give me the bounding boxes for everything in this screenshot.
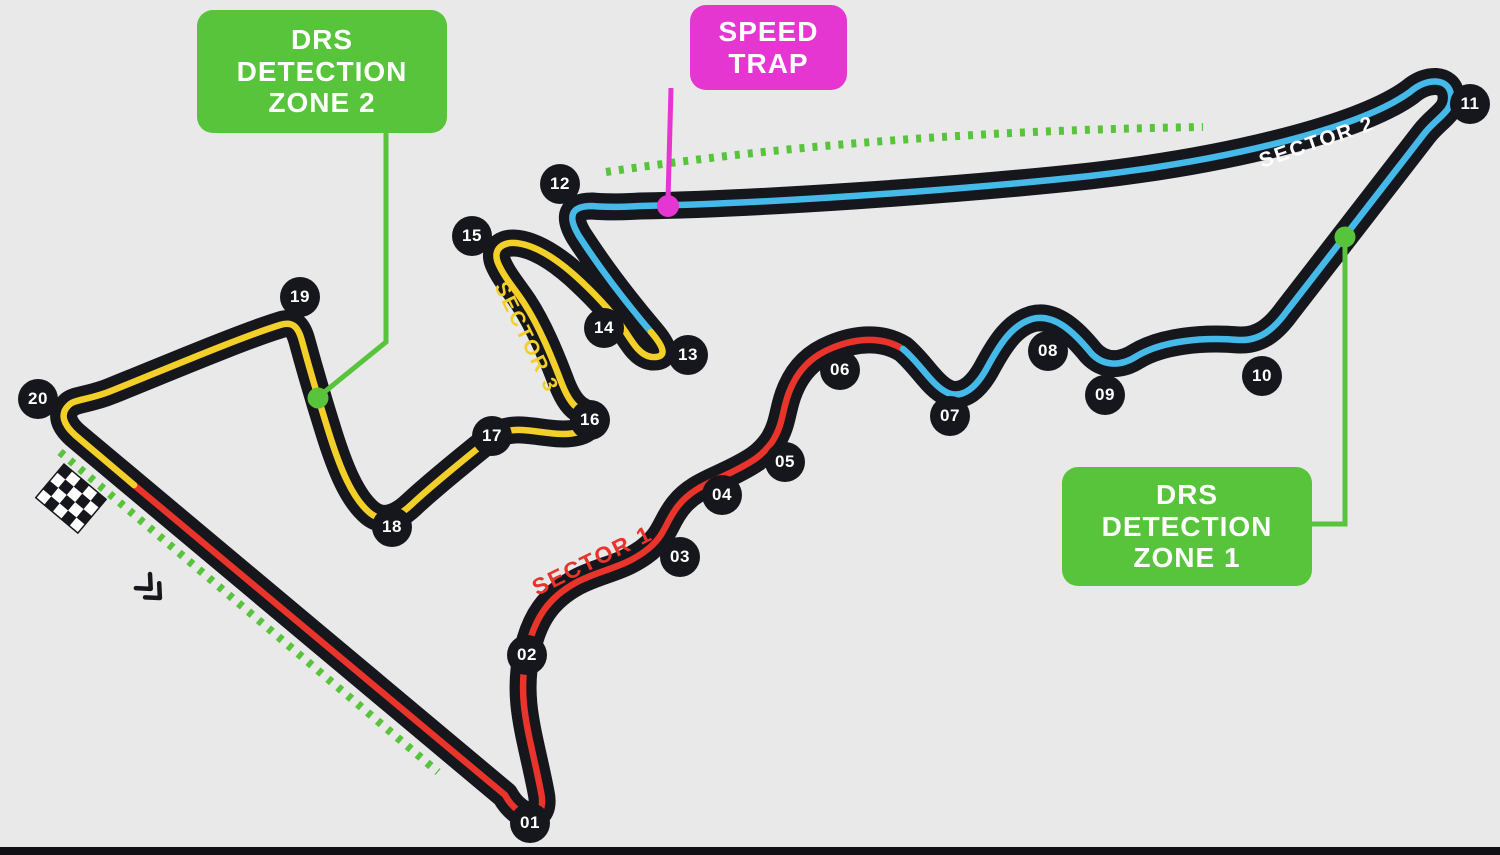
callout-line: DRS: [1155, 479, 1219, 511]
track-outline: [50, 68, 1465, 829]
drs-detection-point-1: [1334, 226, 1356, 248]
drs-zone-line-main-straight: [57, 448, 441, 776]
speed-trap-point: [657, 195, 679, 217]
drs-zone-2-connector: [320, 130, 389, 396]
drs-detection-zone-1-callout: DRS DETECTION ZONE 1: [1062, 467, 1312, 586]
speed-trap-connector: [665, 87, 674, 201]
direction-arrows-icon: [133, 571, 163, 601]
drs-detection-point-2: [307, 387, 329, 409]
drs-zone-1-connector: [1310, 246, 1348, 527]
sector-1-line: [130, 336, 907, 819]
callout-line: ZONE 2: [268, 87, 376, 119]
callout-line: ZONE 1: [1133, 542, 1241, 574]
callout-line: DETECTION: [236, 55, 408, 87]
checkered-flag-icon: [34, 462, 108, 535]
callout-line: DETECTION: [1101, 510, 1273, 542]
drs-detection-zone-2-callout: DRS DETECTION ZONE 2: [197, 10, 447, 133]
bottom-bar: [0, 847, 1500, 855]
callout-line: TRAP: [728, 47, 809, 79]
sector-3-line: [60, 239, 666, 522]
callout-line: SPEED: [718, 16, 819, 48]
drs-zone-line-back-straight: [605, 123, 1204, 176]
callout-line: DRS: [290, 24, 354, 56]
speed-trap-callout: SPEED TRAP: [690, 5, 847, 90]
